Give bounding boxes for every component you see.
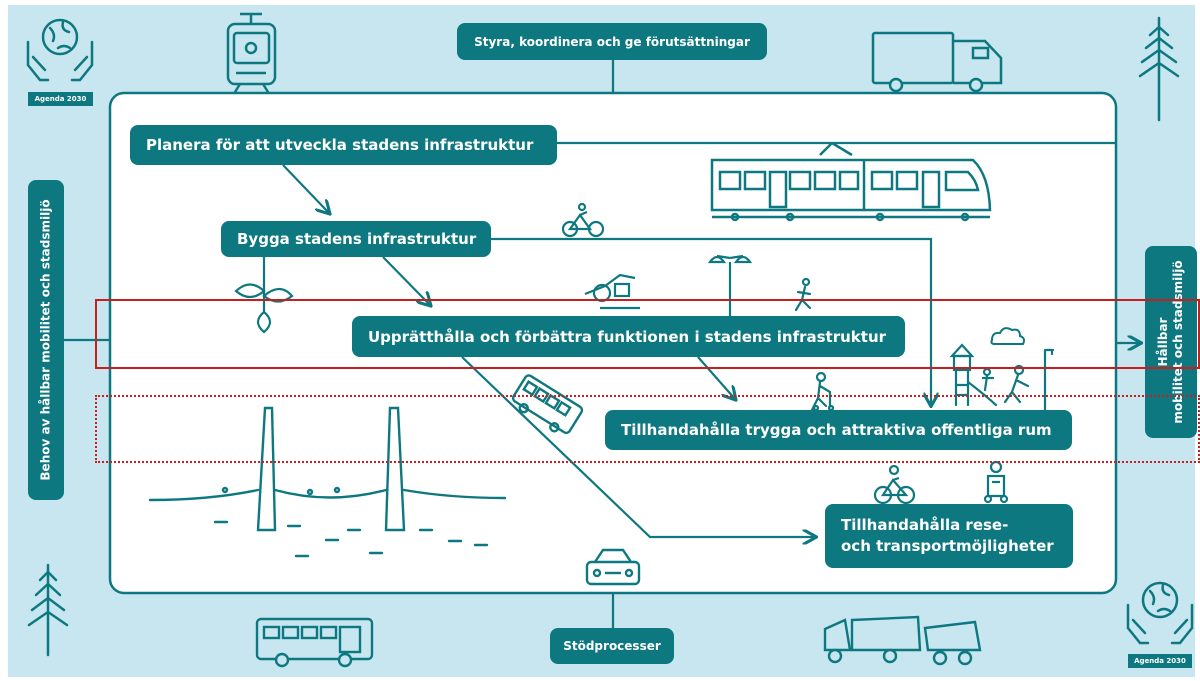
bridge-icon — [148, 406, 507, 558]
step-transport: Tillhandahålla rese- och transportmöjlig… — [825, 504, 1073, 568]
input-label: Behov av hållbar mobilitet och stadsmilj… — [38, 199, 53, 481]
step-maintain: Upprätthålla och förbättra funktionen i … — [352, 316, 905, 357]
step-public-space-label: Tillhandahålla trygga och attraktiva off… — [621, 421, 1052, 439]
bus-icon — [511, 374, 584, 435]
playground-icon — [949, 343, 1055, 412]
trucks-icon — [823, 615, 982, 666]
arrow-build-to-maintain — [382, 256, 430, 305]
hands-globe-icon — [26, 18, 94, 82]
pine-tree-icon — [1138, 16, 1180, 122]
car-icon — [585, 548, 641, 586]
top-process-label: Styra, koordinera och ge förutsättningar — [474, 34, 750, 49]
step-plan: Planera för att utveckla stadens infrast… — [130, 125, 557, 165]
step-public-space: Tillhandahålla trygga och attraktiva off… — [605, 410, 1072, 450]
step-plan-label: Planera för att utveckla stadens infrast… — [146, 136, 534, 154]
agenda-badge-top-left: Agenda 2030 — [28, 92, 93, 106]
truck-icon — [871, 31, 1003, 93]
bicycle-icon — [561, 202, 605, 238]
step-build-label: Bygga stadens infrastruktur — [237, 230, 477, 248]
bottom-process-label: Stödprocesser — [563, 639, 661, 653]
bottom-process-box: Stödprocesser — [550, 628, 674, 664]
roadwork-icon — [584, 273, 640, 310]
bicycle-icon — [873, 464, 916, 505]
agenda-badge-label: Agenda 2030 — [34, 95, 87, 103]
agenda-badge-bottom-right: Agenda 2030 — [1128, 654, 1192, 668]
wheelchair-person-icon — [983, 460, 1009, 504]
flow-connectors — [64, 60, 1140, 628]
maintain-to-transport — [461, 356, 815, 537]
step-maintain-label: Upprätthålla och förbättra funktionen i … — [368, 327, 887, 346]
hands-globe-icon — [1126, 581, 1194, 645]
bus-icon — [255, 617, 374, 668]
pine-tree-icon — [27, 563, 69, 657]
build-to-public-space — [491, 237, 931, 405]
step-build: Bygga stadens infrastruktur — [221, 221, 491, 257]
highlight-maintain — [95, 299, 1200, 369]
arrow-maintain-to-public-space — [697, 356, 735, 399]
step-transport-line2: och transportmöjligheter — [841, 537, 1054, 555]
tram-front-icon — [226, 12, 277, 93]
tram-side-icon — [710, 141, 992, 222]
output-label-box: Hållbar mobilitet och stadsmiljö — [1145, 246, 1197, 438]
step-transport-line1: Tillhandahålla rese- — [841, 516, 1009, 534]
street-lamp-icon — [707, 254, 753, 264]
cloud-icon — [990, 327, 1025, 345]
highlight-public-space — [95, 395, 1200, 463]
top-process-box: Styra, koordinera och ge förutsättningar — [457, 23, 767, 60]
arrow-plan-to-build — [282, 164, 329, 213]
agenda-badge-label: Agenda 2030 — [1134, 657, 1186, 665]
input-label-box: Behov av hållbar mobilitet och stadsmilj… — [28, 180, 64, 500]
